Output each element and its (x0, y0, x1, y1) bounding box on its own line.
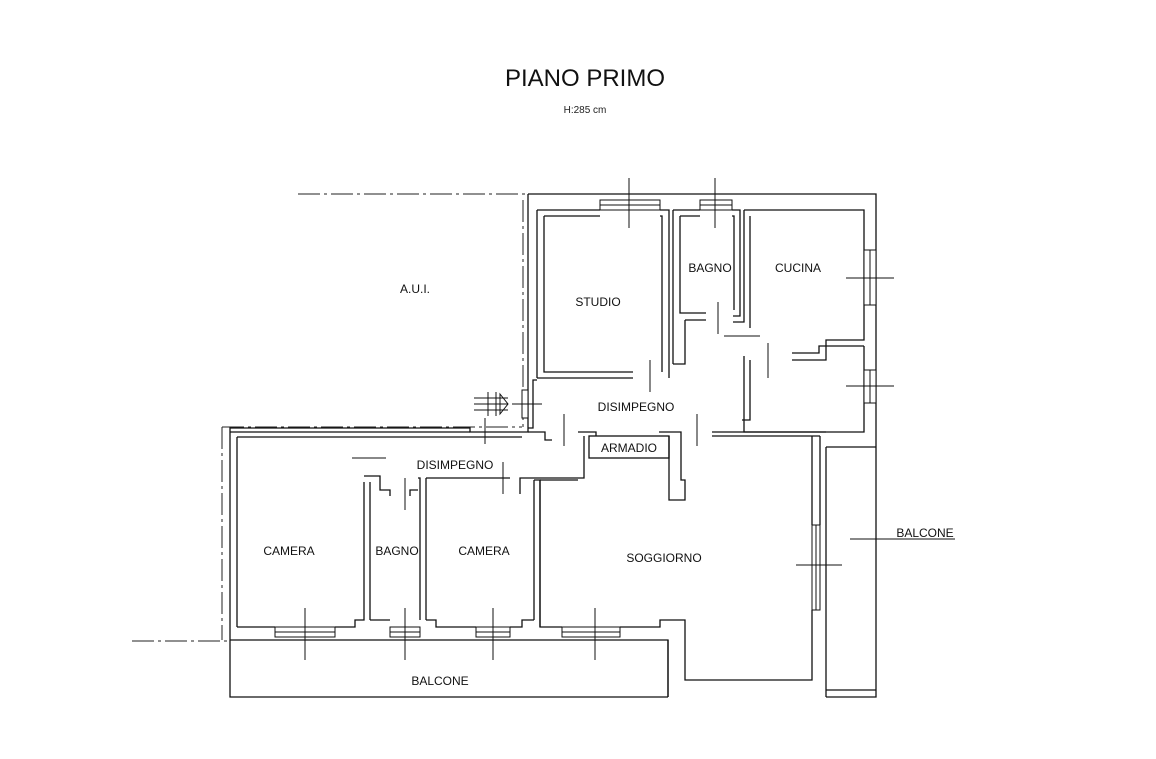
room-label-camera-left: CAMERA (263, 544, 314, 558)
room-label-disimpegno-main: DISIMPEGNO (598, 400, 675, 414)
cucina-walls (724, 209, 865, 433)
balcone-right-walls (825, 446, 876, 697)
plan-title: PIANO PRIMO (505, 65, 665, 92)
room-label-armadio: ARMADIO (601, 441, 657, 455)
room-label-bagno-bottom: BAGNO (375, 544, 418, 558)
room-label-studio: STUDIO (575, 295, 620, 309)
height-note: H:285 cm (564, 105, 607, 116)
room-label-camera-mid: CAMERA (458, 544, 509, 558)
windows (274, 178, 894, 660)
left-wing-walls (237, 457, 541, 628)
studio-walls (537, 209, 670, 379)
door-openings (404, 302, 769, 510)
room-label-aui: A.U.I. (400, 282, 430, 296)
soggiorno-walls (539, 436, 821, 697)
room-label-balcone-bottom: BALCONE (411, 674, 468, 688)
room-label-bagno-top: BAGNO (688, 261, 731, 275)
room-label-cucina: CUCINA (775, 261, 821, 275)
bagno-top-walls (672, 209, 741, 365)
room-label-balcone-right: BALCONE (896, 526, 953, 540)
property-boundary (132, 193, 529, 642)
balcone-bottom-walls (230, 639, 669, 697)
room-label-disimpegno-left: DISIMPEGNO (417, 458, 494, 472)
disimpegno-walls (528, 379, 826, 441)
armadio-walls (519, 431, 686, 501)
valve-icon (474, 392, 509, 444)
room-label-soggiorno: SOGGIORNO (626, 551, 701, 565)
